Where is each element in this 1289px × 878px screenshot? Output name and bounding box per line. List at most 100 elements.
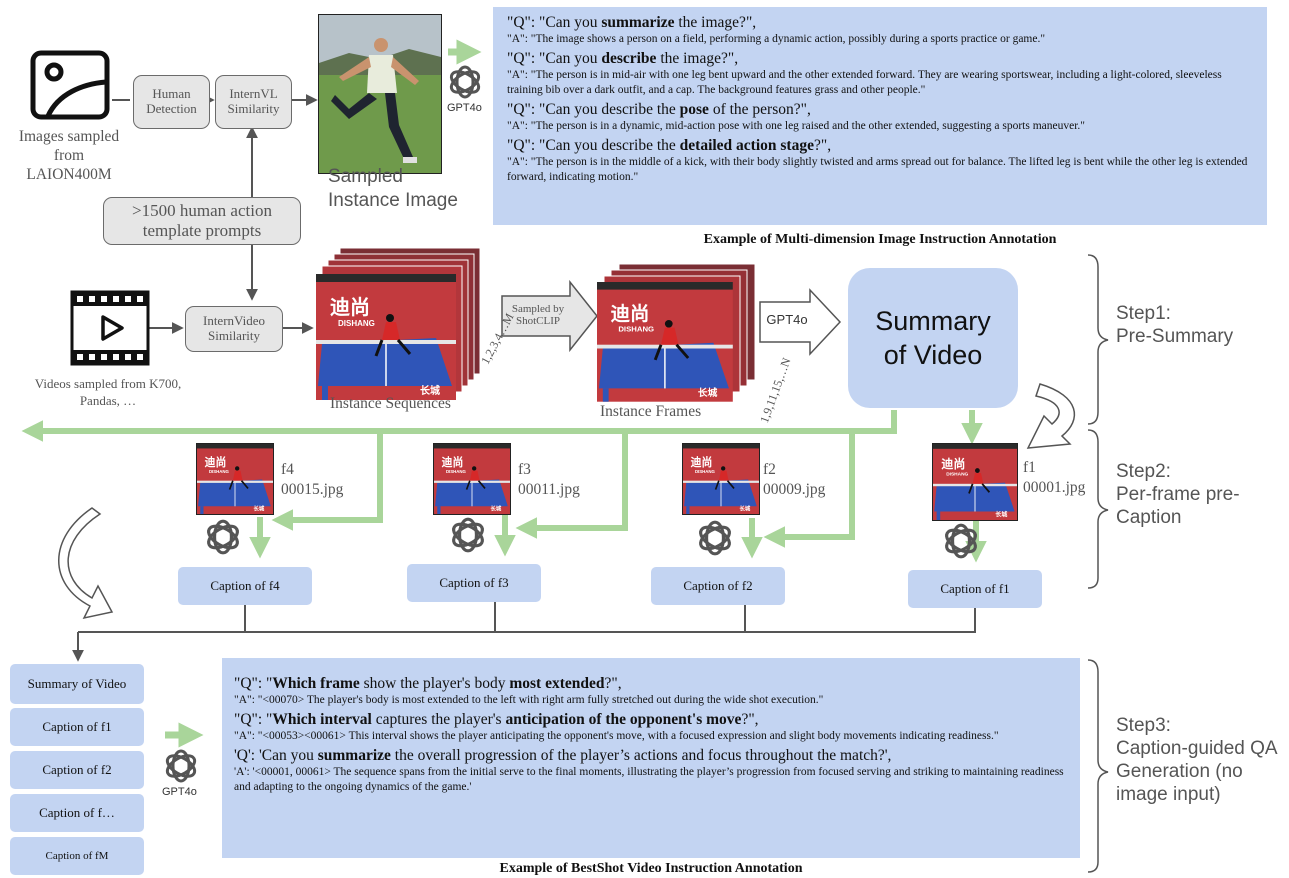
frame-f1 [932, 443, 1018, 521]
gpt4o-label: GPT4o [447, 102, 482, 114]
gpt4o-arrow-label: GPT4o [766, 312, 808, 327]
internvl-similarity-box: InternVL Similarity [215, 75, 292, 129]
question-suffix: ?", [604, 675, 622, 692]
question-prefix: "Q": "Can you [507, 14, 602, 31]
image-annotation-caption: Example of Multi-dimension Image Instruc… [703, 232, 1057, 247]
question-suffix: ?", [813, 137, 832, 154]
question-prefix: "Q": "Can you describe the [507, 101, 680, 118]
question-suffix: the image?", [674, 14, 757, 31]
qa-item: "Q": "Which frame show the player's body… [234, 674, 1072, 708]
frame-f3 [433, 443, 513, 515]
images-source-label: Images sampled from LAION400M [18, 128, 120, 183]
qa-input-summary: Summary of Video [10, 664, 144, 704]
instance-frames-label: Instance Frames [600, 403, 702, 420]
step2-label: Step2: Per-frame pre-Caption [1116, 460, 1286, 529]
frame-thumbnail [196, 443, 274, 515]
frame-file: 00015.jpg [281, 481, 344, 498]
sampled-by-shotclip-arrow-label: Sampled by ShotCLIP [511, 303, 565, 327]
gpt4o-logo-icon [942, 522, 980, 560]
gpt4o-logo-icon [204, 518, 242, 556]
step-desc: Caption-guided QA Generation (no image i… [1116, 738, 1277, 805]
caption-f2-box: Caption of f2 [651, 567, 785, 605]
frame-f4 [196, 443, 276, 515]
frame-thumbnail [682, 443, 760, 515]
question-middle: the overall progression of the player’s … [390, 747, 892, 764]
qa-item: "Q": "Can you describe the detailed acti… [507, 136, 1259, 185]
video-annotation-caption: Example of BestShot Video Instruction An… [499, 861, 803, 876]
caption-f1-box: Caption of f1 [908, 570, 1042, 608]
question-prefix: "Q": " [234, 675, 273, 692]
question-prefix: "Q": "Can you describe the [507, 137, 680, 154]
question-keyword: Which frame [272, 675, 360, 692]
question-suffix: ?", [741, 711, 759, 728]
question-middle: captures the player's [371, 711, 506, 728]
frame-file: 00001.jpg [1023, 479, 1086, 496]
caption-f3-box: Caption of f3 [407, 564, 541, 602]
question-prefix: "Q": " [234, 711, 273, 728]
qa-input-caption-fm: Caption of fM [10, 837, 144, 875]
question-keyword: most extended [509, 675, 605, 692]
summary-of-video-box: Summary of Video [848, 268, 1018, 408]
frame-thumbnail [433, 443, 511, 515]
question-prefix: 'Q': 'Can you [234, 747, 318, 764]
answer-text: "A": "The image shows a person on a fiel… [507, 33, 1046, 45]
action-prompts-box: >1500 human action template prompts [103, 197, 301, 245]
question-keyword: pose [679, 101, 709, 118]
question-keyword: summarize [601, 14, 675, 31]
internvideo-similarity-box: InternVideo Similarity [185, 306, 283, 352]
question-keyword: detailed action stage [679, 137, 814, 154]
step-name: Step2: [1116, 461, 1171, 482]
caption-f4-box: Caption of f4 [178, 567, 312, 605]
gpt4o-logo-icon [447, 64, 483, 100]
image-qa-panel: "Q": "Can you summarize the image?", "A"… [493, 7, 1267, 225]
instance-sequences-label: Instance Sequences [330, 395, 451, 412]
instance-frames-stack [595, 262, 762, 404]
frame-thumbnail [932, 443, 1018, 521]
qa-input-caption-f2: Caption of f2 [10, 751, 144, 789]
answer-text: "A": "The person is in mid-air with one … [507, 69, 1222, 96]
question-keyword: anticipation of the opponent's move [505, 711, 742, 728]
gpt4o-label: GPT4o [162, 786, 197, 798]
question-keyword: describe [601, 50, 657, 67]
qa-input-caption-f1: Caption of f1 [10, 708, 144, 746]
question-keyword: Which interval [272, 711, 372, 728]
question-prefix: "Q": "Can you [507, 50, 602, 67]
image-icon [30, 50, 110, 120]
sampled-instance-label: Sampled Instance Image [328, 166, 458, 211]
qa-item: "Q": "Which interval captures the player… [234, 710, 1072, 744]
qa-input-caption-fn: Caption of f… [10, 794, 144, 832]
question-middle: show the player's body [359, 675, 510, 692]
step-desc: Per-frame pre-Caption [1116, 484, 1240, 528]
answer-text: "A": "<00053><00061> This interval shows… [234, 730, 999, 742]
human-detection-box: Human Detection [133, 75, 210, 129]
video-icon [70, 290, 150, 366]
gpt4o-logo-icon [696, 519, 734, 557]
question-suffix: of the person?", [708, 101, 811, 118]
answer-text: 'A': '<00001, 00061> The sequence spans … [234, 766, 1064, 793]
answer-text: "A": "<00070> The player's body is most … [234, 694, 824, 706]
answer-text: "A": "The person is in the middle of a k… [507, 156, 1248, 183]
step1-label: Step1: Pre-Summary [1116, 302, 1286, 348]
video-qa-panel: "Q": "Which frame show the player's body… [222, 658, 1080, 858]
step-desc: Pre-Summary [1116, 326, 1234, 347]
gpt4o-logo-icon [449, 516, 487, 554]
step-name: Step1: [1116, 303, 1171, 324]
answer-text: "A": "The person is in a dynamic, mid-ac… [507, 120, 1085, 132]
sampled-instance-image [318, 14, 442, 174]
videos-source-label: Videos sampled from K700, Pandas, … [34, 376, 182, 408]
step3-label: Step3: Caption-guided QA Generation (no … [1116, 714, 1286, 806]
frame-file: 00011.jpg [518, 481, 580, 498]
frame-f2 [682, 443, 762, 515]
frame-id: f1 [1023, 459, 1036, 476]
question-keyword: summarize [317, 747, 391, 764]
frame-id: f2 [763, 461, 776, 478]
frame-file: 00009.jpg [763, 481, 826, 498]
gpt4o-logo-icon [163, 748, 199, 784]
question-suffix: the image?", [656, 50, 739, 67]
instance-sequences-stack: 迪尚 DISHANG 长城 [314, 246, 486, 402]
qa-item: 'Q': 'Can you summarize the overall prog… [234, 746, 1072, 795]
qa-item: "Q": "Can you summarize the image?", "A"… [507, 13, 1259, 47]
qa-item: "Q": "Can you describe the pose of the p… [507, 100, 1259, 134]
